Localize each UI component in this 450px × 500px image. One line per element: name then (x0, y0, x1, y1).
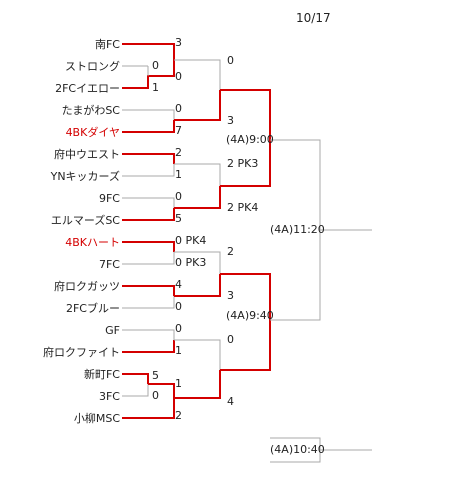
score-yellow: 0 (175, 70, 182, 83)
team-2fc-yellow: 2FCイエロー (55, 82, 120, 95)
line-r2-shinmachi (174, 370, 221, 399)
line-9fc (122, 197, 175, 208)
score-tamagawa: 0 (175, 102, 182, 115)
line-shinmachi-next (148, 383, 175, 398)
score-minami: 3 (175, 36, 182, 49)
line-gf (122, 329, 175, 340)
score-gutts: 4 (175, 278, 182, 291)
team-strong: ストロング (65, 60, 120, 73)
line-2fc-blue (122, 296, 175, 309)
score-shinmachi-prelim: 5 (152, 369, 159, 382)
team-yn-kickers: YNキッカーズ (50, 170, 120, 183)
team-furoku-gutts: 府ロクガッツ (54, 280, 120, 293)
score-yellow-prelim: 1 (152, 81, 159, 94)
line-third-top (270, 437, 321, 450)
team-7fc: 7FC (98, 258, 120, 271)
score-r2-minami: 0 (227, 54, 234, 67)
line-fight (122, 340, 175, 353)
line-r2-fight (174, 339, 221, 370)
line-diamond (122, 120, 175, 133)
score-r2-shinmachi: 4 (227, 395, 234, 408)
bracket-date: 10/17 (296, 11, 331, 25)
line-sf2-top (220, 273, 271, 320)
team-tamagawa-sc: たまがわSC (61, 104, 120, 117)
line-r2-fuchu (174, 163, 221, 186)
score-yn-kickers: 1 (175, 168, 182, 181)
score-elmars: 5 (175, 212, 182, 225)
score-9fc: 0 (175, 190, 182, 203)
line-final-top (270, 139, 321, 230)
score-r2-heart: 2 (227, 245, 234, 258)
score-fuchu-west: 2 (175, 146, 182, 159)
line-final-bottom (270, 230, 321, 321)
line-sf2-bottom (220, 320, 271, 371)
line-shinmachi-prelim (122, 373, 149, 384)
score-gf: 0 (175, 322, 182, 335)
line-minami (122, 43, 175, 60)
score-r2-fight: 0 (227, 333, 234, 346)
score-7fc: 0 PK3 (175, 256, 207, 269)
line-sf1-bottom (220, 140, 271, 187)
line-r2-elmars (174, 186, 221, 209)
line-third-bottom (270, 450, 321, 463)
score-r2-fuchu: 2 PK3 (227, 157, 259, 170)
score-diamond: 7 (175, 124, 182, 137)
team-minami-fc: 南FC (94, 38, 120, 51)
team-4bk-diamond: 4BKダイヤ (65, 126, 120, 139)
line-elmars (122, 208, 175, 221)
match-time-final: (4A)11:20 (270, 223, 325, 236)
line-7fc (122, 252, 175, 265)
score-strong: 0 (152, 59, 159, 72)
line-r2-diamond (174, 90, 221, 121)
line-sf1-top (220, 89, 271, 140)
line-r2-gutts (174, 274, 221, 297)
team-koyanagi-msc: 小柳MSC (73, 412, 120, 425)
line-heart (122, 241, 175, 252)
line-fuchu-west (122, 153, 175, 164)
score-r2-gutts: 3 (227, 289, 234, 302)
score-heart: 0 PK4 (175, 234, 207, 247)
team-2fc-blue: 2FCブルー (65, 302, 120, 315)
score-r2-diamond: 3 (227, 114, 234, 127)
team-shinmachi-fc: 新町FC (83, 368, 120, 381)
team-4bk-heart: 4BKハート (65, 236, 120, 249)
team-furoku-fight: 府ロクファイト (43, 346, 120, 359)
line-koyanagi (122, 398, 175, 419)
team-fuchu-west: 府中ウエスト (54, 148, 120, 161)
line-r2-minami (174, 59, 221, 90)
match-time-third-place: (4A)10:40 (270, 443, 325, 456)
line-gutts (122, 285, 175, 296)
team-9fc: 9FC (98, 192, 120, 205)
team-3fc: 3FC (98, 390, 120, 403)
line-tamagawa (122, 109, 175, 120)
team-elmars-sc: エルマーズSC (50, 214, 120, 227)
match-time-sf1: (4A)9:00 (226, 133, 274, 146)
team-gf: GF (105, 324, 120, 337)
line-3fc (122, 384, 149, 397)
score-3fc: 0 (152, 389, 159, 402)
match-time-sf2: (4A)9:40 (226, 309, 274, 322)
line-r2-heart (174, 251, 221, 274)
score-koyanagi: 2 (175, 409, 182, 422)
score-r2-elmars: 2 PK4 (227, 201, 259, 214)
score-2fc-blue: 0 (175, 300, 182, 313)
score-fight: 1 (175, 344, 182, 357)
line-yn-kickers (122, 164, 175, 177)
score-shinmachi: 1 (175, 377, 182, 390)
